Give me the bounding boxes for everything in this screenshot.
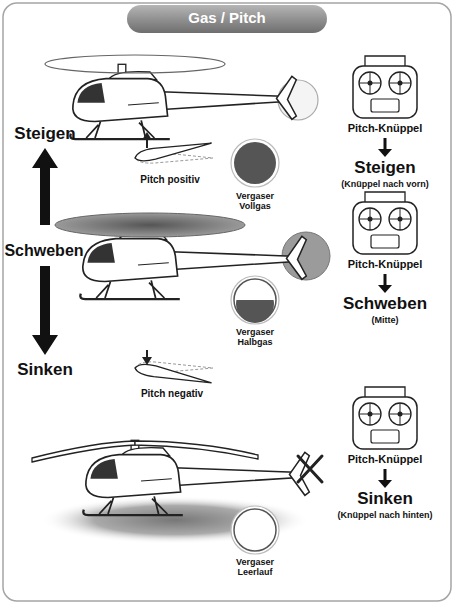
stick-label: Pitch-Knüppel <box>348 122 423 135</box>
stick-note: (Knüppel nach hinten) <box>338 510 433 520</box>
climb-arrow <box>32 148 58 225</box>
title: Gas / Pitch <box>188 9 266 26</box>
stick-result: Steigen <box>354 158 415 178</box>
transmitter <box>353 387 417 449</box>
descend-arrow <box>32 266 58 355</box>
stick-label: Pitch-Knüppel <box>348 453 423 466</box>
pitch-label: Pitch positiv <box>140 174 199 186</box>
carburetor-full <box>231 139 279 187</box>
airfoil-negative <box>134 350 213 388</box>
helicopter-climb <box>45 55 318 139</box>
stick-label: Pitch-Knüppel <box>348 258 423 271</box>
carburetor-label: Vergaser Vollgas <box>229 191 281 212</box>
stick-note: (Mitte) <box>372 315 399 325</box>
transmitter <box>353 56 417 118</box>
stick-note: (Knüppel nach vorn) <box>341 179 429 189</box>
helicopter-hover <box>55 213 330 299</box>
panel <box>3 3 451 601</box>
pitch-label: Pitch negativ <box>141 388 203 400</box>
title-pill <box>127 5 327 33</box>
airfoil-positive <box>134 132 213 163</box>
carburetor-label: Vergaser Leerlauf <box>229 557 281 578</box>
carburetor-label: Vergaser Halbgas <box>229 327 281 348</box>
motion-label: Sinken <box>17 360 73 380</box>
carburetor-half <box>231 276 279 324</box>
stick-result: Schweben <box>343 294 427 314</box>
motion-label: Schweben <box>4 242 83 260</box>
transmitter <box>353 192 417 254</box>
stick-result: Sinken <box>357 489 413 509</box>
carburetor-idle <box>231 506 279 554</box>
motion-label: Steigen <box>14 124 75 144</box>
